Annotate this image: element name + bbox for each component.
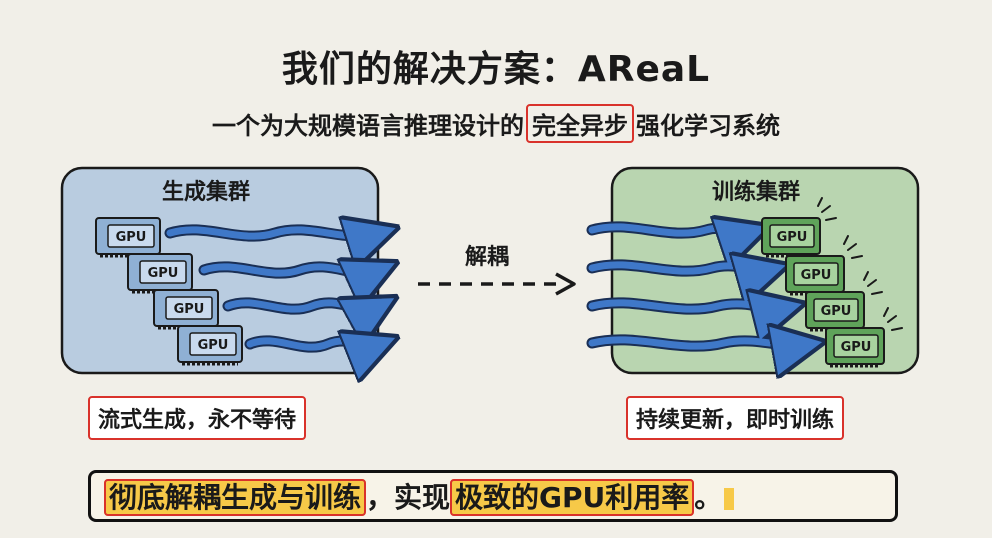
gen-stream-arrow-1 <box>166 230 380 236</box>
subtitle-highlight: 完全异步 <box>526 104 634 143</box>
decouple-label: 解耦 <box>465 245 510 270</box>
conclusion-mid: ，实现 <box>366 481 451 514</box>
train-gpu-2-label: GPU <box>801 268 832 283</box>
gen-gpu-3-label: GPU <box>174 302 205 317</box>
gen-gpu-3: GPU <box>153 289 219 330</box>
subtitle-before: 一个为大规模语言推理设计的 <box>212 112 524 140</box>
page-title: 我们的解决方案：AReaL <box>281 49 711 90</box>
subtitle-after: 强化学习系统 <box>636 112 780 140</box>
train-stream-arrow-1 <box>588 227 752 233</box>
train-gpu-3: GPU <box>805 271 883 332</box>
train-stream-arrow-4 <box>588 340 806 346</box>
train-gpu-4-label: GPU <box>841 340 872 355</box>
gen-stream-arrow-3 <box>224 303 380 309</box>
conclusion-text: 彻底解耦生成与训练，实现极致的GPU利用率。 <box>104 476 735 520</box>
decouple-arrow-head <box>555 272 576 296</box>
train-stream-arrow-3 <box>588 303 786 309</box>
train-stream-arrow-2 <box>588 265 770 271</box>
gen-gpu-1: GPU <box>95 217 161 258</box>
train-gpu-1-label: GPU <box>777 230 808 245</box>
train-gpu-3-label: GPU <box>821 304 852 319</box>
conclusion-highlight-1: 彻底解耦生成与训练 <box>104 479 367 516</box>
train-gpu-4: GPU <box>825 307 903 368</box>
gen-gpu-2-label: GPU <box>148 266 179 281</box>
generation-cluster-label: 生成集群 <box>162 180 251 205</box>
gen-gpu-4: GPU <box>177 325 243 366</box>
subtitle: 一个为大规模语言推理设计的完全异步强化学习系统 <box>0 104 992 143</box>
highlight-mark <box>724 488 735 510</box>
training-caption: 持续更新，即时训练 <box>626 396 845 440</box>
train-gpu-2: GPU <box>785 235 863 296</box>
gen-gpu-2: GPU <box>127 253 193 294</box>
train-gpu-1: GPU <box>761 197 837 258</box>
training-cluster-label: 训练集群 <box>712 180 801 205</box>
conclusion-highlight-2: 极致的GPU利用率 <box>450 479 695 516</box>
generation-caption: 流式生成，永不等待 <box>88 396 307 440</box>
gen-gpu-1-label: GPU <box>116 230 147 245</box>
conclusion-end: 。 <box>694 481 723 514</box>
gen-stream-arrow-2 <box>200 267 380 273</box>
gen-gpu-4-label: GPU <box>198 338 229 353</box>
gen-stream-arrow-4 <box>246 341 380 347</box>
